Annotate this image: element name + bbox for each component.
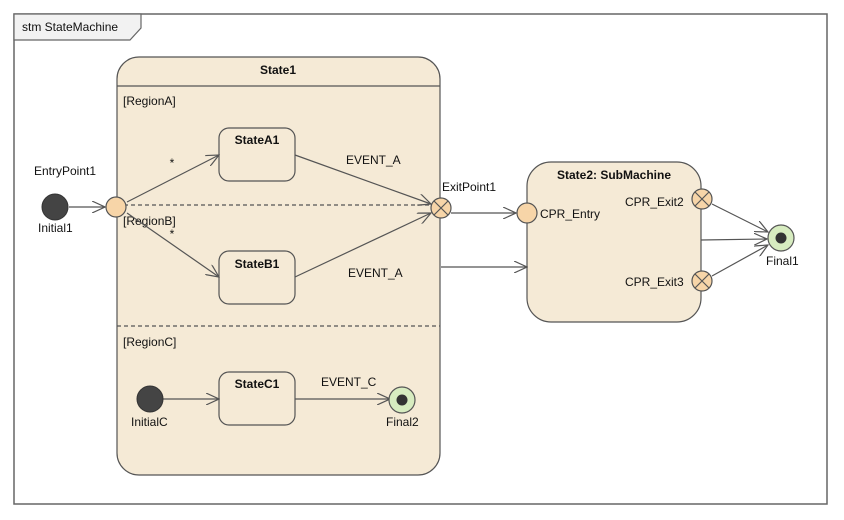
exit-point-label: ExitPoint1: [442, 180, 496, 194]
frame-title-tab: [13, 13, 142, 41]
initial1-label: Initial1: [38, 221, 73, 235]
final1-label: Final1: [766, 254, 799, 268]
diagram-frame: [13, 13, 828, 505]
transition-label-event-a-top: EVENT_A: [346, 153, 401, 167]
transition-a1-exit[interactable]: [294, 154, 431, 204]
entry-point-node[interactable]: [105, 196, 127, 218]
region-label-c: [RegionC]: [123, 335, 176, 349]
transition-label-star-b: *: [170, 227, 175, 241]
transition-label-event-a-bottom: EVENT_A: [348, 266, 403, 280]
state-c1-label: StateC1: [235, 377, 280, 391]
state1-title: State1: [260, 63, 296, 77]
state-a1-label: StateA1: [235, 133, 280, 147]
exit-point-x-icon: [433, 200, 449, 216]
state-b1-label: StateB1: [235, 257, 280, 271]
cpr-entry-node[interactable]: [516, 202, 538, 224]
transition-exit3-final1[interactable]: [711, 245, 768, 277]
entry-point-label: EntryPoint1: [34, 164, 96, 178]
state2-label: State2: SubMachine: [557, 168, 671, 182]
cpr-exit3-x-icon: [694, 273, 710, 289]
cpr-exit2-label: CPR_Exit2: [625, 195, 684, 209]
cpr-exit2-x-icon: [694, 191, 710, 207]
transition-entry-b1[interactable]: [126, 212, 219, 277]
transition-exit2-final1[interactable]: [711, 203, 768, 232]
frame-title: stm StateMachine: [22, 20, 118, 34]
final2-label: Final2: [386, 415, 419, 429]
state2-box[interactable]: [526, 161, 702, 323]
initial-c-node[interactable]: [136, 385, 164, 413]
region-label-a: [RegionA]: [123, 94, 176, 108]
transition-entry-a1[interactable]: [126, 155, 219, 203]
final1-dot: [775, 232, 787, 244]
final2-dot: [396, 394, 408, 406]
cpr-entry-label: CPR_Entry: [540, 207, 600, 221]
transition-b1-exit[interactable]: [294, 213, 431, 278]
region-label-b: [RegionB]: [123, 214, 176, 228]
initial1-node[interactable]: [41, 193, 69, 221]
cpr-exit3-label: CPR_Exit3: [625, 275, 684, 289]
transition-label-star-a: *: [170, 156, 175, 170]
transition-label-event-c: EVENT_C: [321, 375, 377, 389]
initial-c-label: InitialC: [131, 415, 168, 429]
transition-state2-final1[interactable]: [700, 239, 767, 240]
